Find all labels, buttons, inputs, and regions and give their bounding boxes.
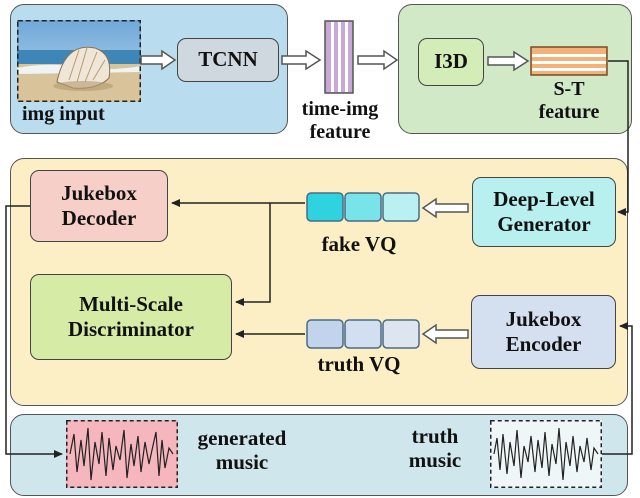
line-st-to-generator [608,60,629,216]
arrow-tcnn-to-feature [281,49,322,71]
fake-vq-label: fake VQ [321,232,397,256]
img-input-thumbnail [17,20,141,102]
tcnn-label: TCNN [198,47,258,72]
generated-music-label: generated music [197,426,287,475]
arrow-feature-to-i3d [357,49,399,71]
truth-music-label: truth music [408,424,462,473]
st-feature-vector [530,46,608,76]
time-img-feature-label: time-img feature [301,98,379,143]
arrow-generator-to-fakevq [421,197,469,219]
fake-vq-vector [306,192,420,222]
truth-vq-vector [306,319,420,349]
arrow-img-to-tcnn [140,49,177,71]
line-fakevq-to-discriminator [235,203,271,306]
i3d-block: I3D [418,38,484,86]
tcnn-block: TCNN [177,38,279,82]
arrow-i3d-to-st [487,50,530,72]
truth-vq-label: truth VQ [317,352,401,376]
generated-music-waveform [66,420,178,488]
i3d-label: I3D [434,49,468,74]
time-img-feature-vector [324,20,354,94]
line-decoder-to-generated [5,205,63,458]
line-truth-to-encoder [602,322,633,455]
truth-music-waveform [490,420,602,488]
st-feature-label: S-T feature [538,78,600,123]
img-input-label: img input [22,103,105,125]
arrow-encoder-to-truthvq [421,323,469,345]
